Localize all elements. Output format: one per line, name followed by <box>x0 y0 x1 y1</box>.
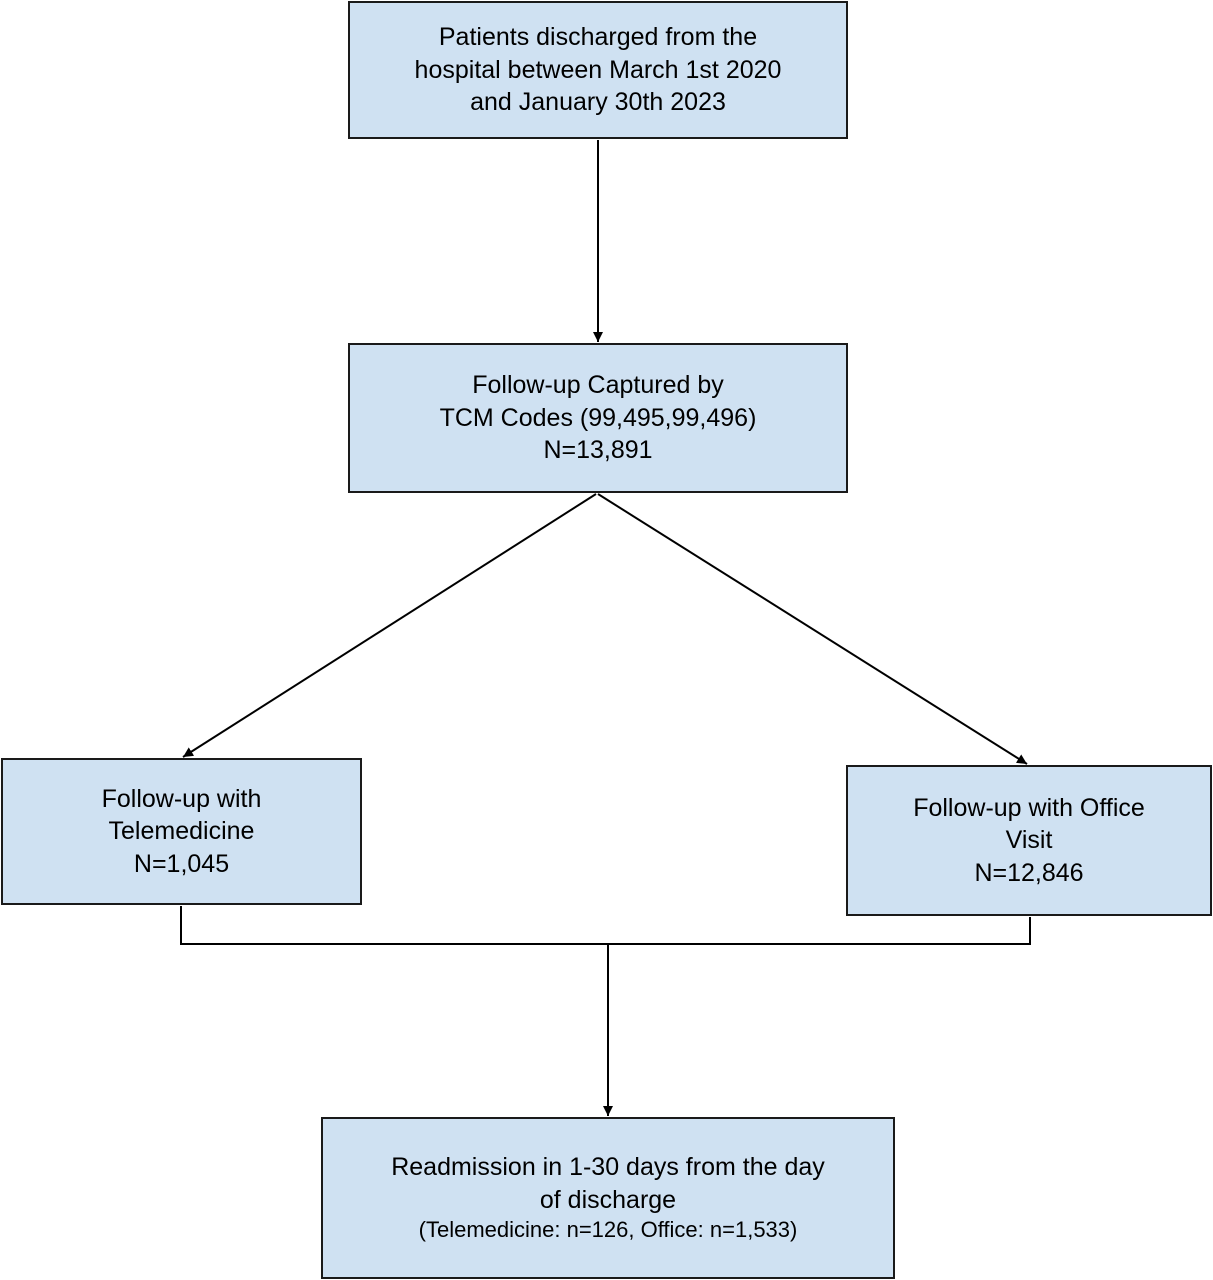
tcm-followup-box: Follow-up Captured by TCM Codes (99,495,… <box>348 343 848 493</box>
discharged-line-2: hospital between March 1st 2020 <box>414 55 782 84</box>
readmission-counts: (Telemedicine: n=126, Office: n=1,533) <box>418 1217 798 1243</box>
readmission-line-2: of discharge <box>539 1185 677 1214</box>
telemedicine-line-2: Telemedicine <box>108 817 255 846</box>
readmission-line-1: Readmission in 1-30 days from the day <box>391 1153 825 1182</box>
telemedicine-followup-box: Follow-up with Telemedicine N=1,045 <box>1 758 362 905</box>
discharged-line-3: and January 30th 2023 <box>470 88 726 117</box>
office-line-1: Follow-up with Office <box>913 793 1145 822</box>
arrow-followup-to-office <box>597 493 1028 765</box>
merge-connector <box>180 906 1031 945</box>
arrow-followup-to-telemedicine <box>182 493 597 758</box>
discharged-patients-box: Patients discharged from the hospital be… <box>348 1 848 139</box>
telemedicine-line-1: Follow-up with <box>101 784 262 813</box>
tcm-count: N=13,891 <box>543 436 653 465</box>
readmission-box: Readmission in 1-30 days from the day of… <box>321 1117 895 1279</box>
office-count: N=12,846 <box>974 858 1084 887</box>
office-visit-followup-box: Follow-up with Office Visit N=12,846 <box>846 765 1212 916</box>
telemedicine-count: N=1,045 <box>133 849 230 878</box>
office-line-2: Visit <box>1005 826 1053 855</box>
discharged-line-1: Patients discharged from the <box>438 23 758 52</box>
tcm-line-1: Follow-up Captured by <box>472 371 724 400</box>
tcm-line-2: TCM Codes (99,495,99,496) <box>439 403 757 432</box>
